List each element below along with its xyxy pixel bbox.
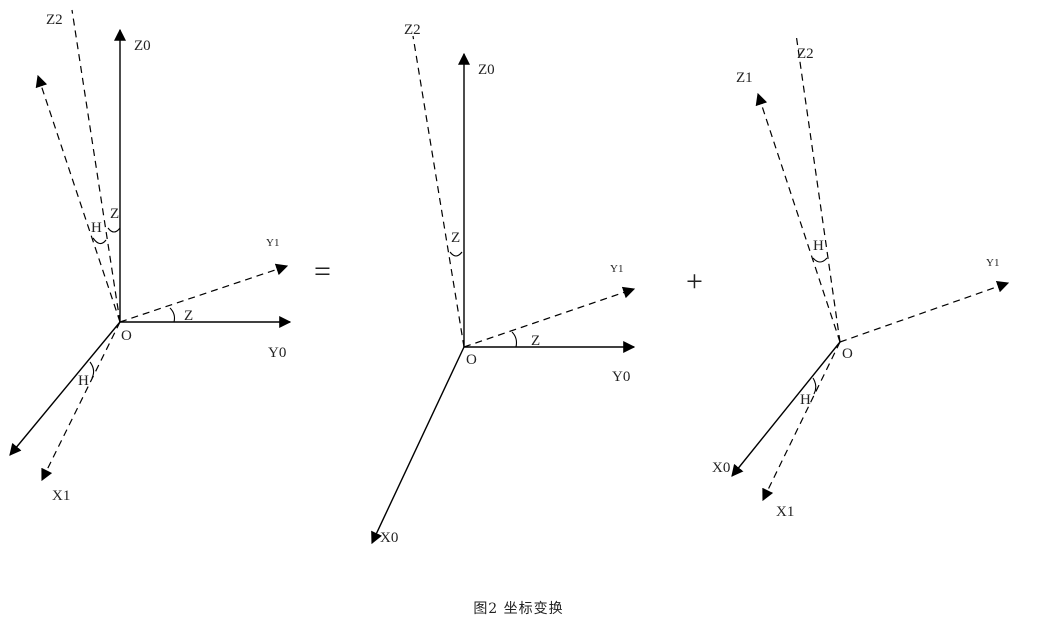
panel3-y1-label: Y1 [986,257,999,269]
panel-2: Z2 Z0 Z Y1 Z O Y0 X0 [371,22,636,546]
panel1-x1-label: X1 [52,488,70,504]
equals-operator: = [314,255,331,288]
panel1-angle-arc-h-bottom [89,361,95,379]
panel1-angle-arc-h-top [92,237,107,245]
panel2-x0-label: X0 [380,530,398,546]
panel2-y1-label: Y1 [610,263,623,275]
panel1-x1-axis [41,321,121,482]
panel3-angle-h-bottom-label: H [800,392,811,408]
panel2-origin-label: O [466,352,477,368]
panel1-z2-label: Z2 [46,12,63,28]
panel2-angle-arc-z-bottom [511,331,518,348]
panel3-x0-label: X0 [712,460,730,476]
panel1-angle-h-bottom-label: H [78,373,89,389]
panel1-y0-label: Y0 [268,345,286,361]
panel1-y1-axis [119,263,289,323]
panel3-z1-axis [755,92,841,343]
panel2-z2-axis [412,35,465,348]
panel1-angle-arc-z-top [107,227,121,233]
panel1-angle-z-top-label: Z [110,206,119,222]
panel1-origin-label: O [121,328,132,344]
panel3-z1-label: Z1 [736,70,753,86]
panel2-angle-z-top-label: Z [451,230,460,246]
panel1-angle-arc-z-bottom [169,307,176,323]
panel1-angle-z-bottom-label: Z [184,308,193,324]
panel3-x0-axis [731,341,841,477]
panel3-z2-axis [795,33,841,343]
panel1-z0-label: Z0 [134,38,151,54]
panel-1: Z2 Z0 Z H Y1 Z O Y0 H X1 [9,9,292,504]
panel3-angle-arc-h-top [812,257,828,263]
panel3-angle-h-top-label: H [813,238,824,254]
panel3-origin-label: O [842,346,853,362]
panel2-z0-label: Z0 [478,62,495,78]
panel1-x0-axis [9,321,121,456]
panel3-angle-arc-h-bottom [812,377,817,395]
panel1-z2-axis [71,9,121,323]
panel2-angle-z-bottom-label: Z [531,333,540,349]
panel2-y0-label: Y0 [612,369,630,385]
panel2-x0-axis [371,346,465,545]
plus-operator: + [686,265,703,298]
panel-3: Z2 Z1 H Y1 O H X0 X1 [712,33,1010,520]
panel1-z1-axis [35,74,121,323]
panel3-z2-label: Z2 [797,46,814,62]
figure-caption: 图2 坐标变换 [473,601,564,617]
panel1-angle-h-top-label: H [91,220,102,236]
panel2-angle-arc-z-top [449,251,463,257]
panel3-y1-axis [839,280,1010,343]
panel3-x1-label: X1 [776,504,794,520]
panel1-y1-label: Y1 [266,237,279,249]
panel2-y1-axis [463,286,636,348]
panel2-z2-label: Z2 [404,22,421,38]
panel3-x1-axis [762,341,841,502]
